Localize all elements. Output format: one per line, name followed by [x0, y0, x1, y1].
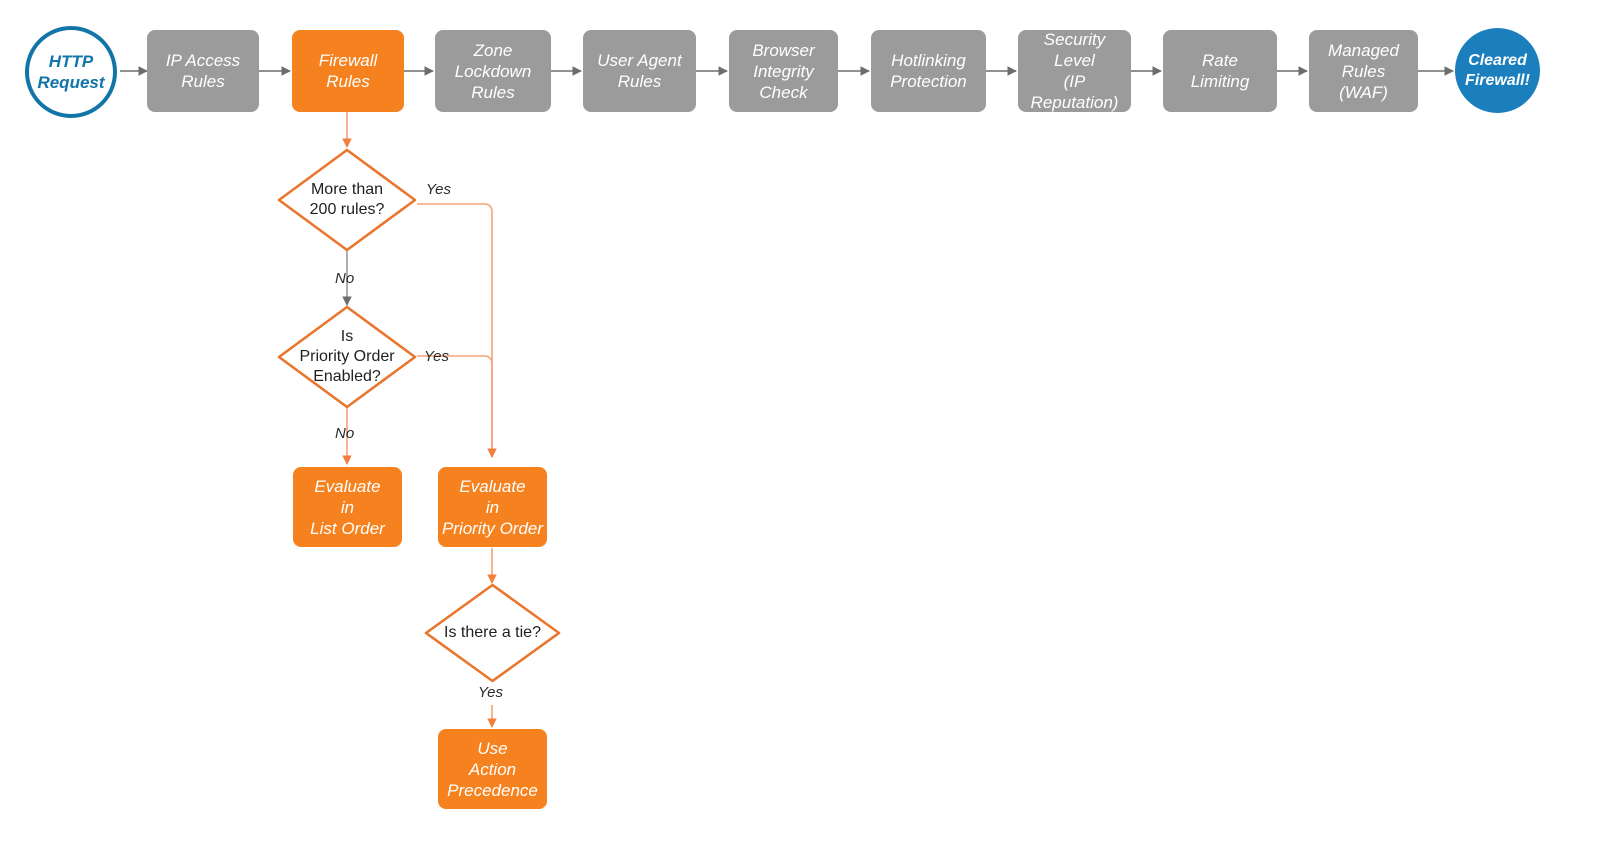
edge-rules-yes-to-priority-order [417, 203, 497, 458]
node-http-request[interactable]: HTTP Request [25, 26, 117, 118]
edge-label-rules-no: No [335, 270, 355, 287]
edge-label-priority-no: No [335, 425, 355, 442]
node-security-level[interactable]: Security Level (IP Reputation) [1018, 30, 1131, 112]
edge-label-tie-yes: Yes [478, 684, 504, 701]
diamond-shape [424, 583, 561, 683]
node-rate-limiting-label: Rate Limiting [1190, 51, 1250, 91]
diamond-shape [277, 148, 417, 252]
edge-priority-yes-to-priority-order [417, 355, 497, 458]
decision-is-there-a-tie[interactable]: Is there a tie? [424, 583, 561, 683]
node-evaluate-priority-order[interactable]: Evaluate in Priority Order [438, 467, 547, 547]
node-user-agent-rules[interactable]: User Agent Rules [583, 30, 696, 112]
edge-label-rules-yes: Yes [426, 181, 452, 198]
node-security-level-label: Security Level (IP Reputation) [1030, 30, 1119, 112]
node-rate-limiting[interactable]: Rate Limiting [1163, 30, 1277, 112]
diamond-shape [277, 305, 417, 409]
node-cleared-firewall-label: Cleared Firewall! [1465, 51, 1530, 89]
node-http-request-label: HTTP Request [37, 52, 105, 92]
node-zone-lockdown-rules[interactable]: Zone Lockdown Rules [435, 30, 551, 112]
node-user-agent-rules-label: User Agent Rules [597, 51, 682, 91]
node-managed-rules-waf-label: Managed Rules (WAF) [1328, 40, 1399, 102]
decision-more-than-200-rules-label: More than 200 rules? [309, 181, 385, 218]
node-ip-access-rules[interactable]: IP Access Rules [147, 30, 259, 112]
node-ip-access-rules-label: IP Access Rules [165, 51, 241, 91]
decision-more-than-200-rules[interactable]: More than 200 rules? [277, 148, 417, 252]
node-firewall-rules-label: Firewall Rules [318, 51, 378, 91]
node-zone-lockdown-rules-label: Zone Lockdown Rules [454, 40, 532, 102]
node-use-action-precedence[interactable]: Use Action Precedence [438, 729, 547, 809]
node-firewall-rules[interactable]: Firewall Rules [292, 30, 404, 112]
node-evaluate-list-order[interactable]: Evaluate in List Order [293, 467, 402, 547]
node-browser-integrity-check-label: Browser Integrity Check [752, 40, 815, 102]
node-use-action-precedence-label: Use Action Precedence [447, 738, 538, 800]
node-browser-integrity-check[interactable]: Browser Integrity Check [729, 30, 838, 112]
node-evaluate-priority-order-label: Evaluate in Priority Order [441, 476, 544, 538]
node-managed-rules-waf[interactable]: Managed Rules (WAF) [1309, 30, 1418, 112]
node-evaluate-list-order-label: Evaluate in List Order [310, 476, 385, 538]
node-hotlinking-protection[interactable]: Hotlinking Protection [871, 30, 986, 112]
node-cleared-firewall[interactable]: Cleared Firewall! [1455, 28, 1540, 113]
decision-is-priority-order-enabled[interactable]: Is Priority Order Enabled? [277, 305, 417, 409]
node-hotlinking-protection-label: Hotlinking Protection [890, 51, 967, 91]
edge-label-priority-yes: Yes [424, 348, 450, 365]
decision-is-priority-order-enabled-label: Is Priority Order Enabled? [299, 328, 395, 385]
decision-is-there-a-tie-label: Is there a tie? [444, 624, 541, 641]
